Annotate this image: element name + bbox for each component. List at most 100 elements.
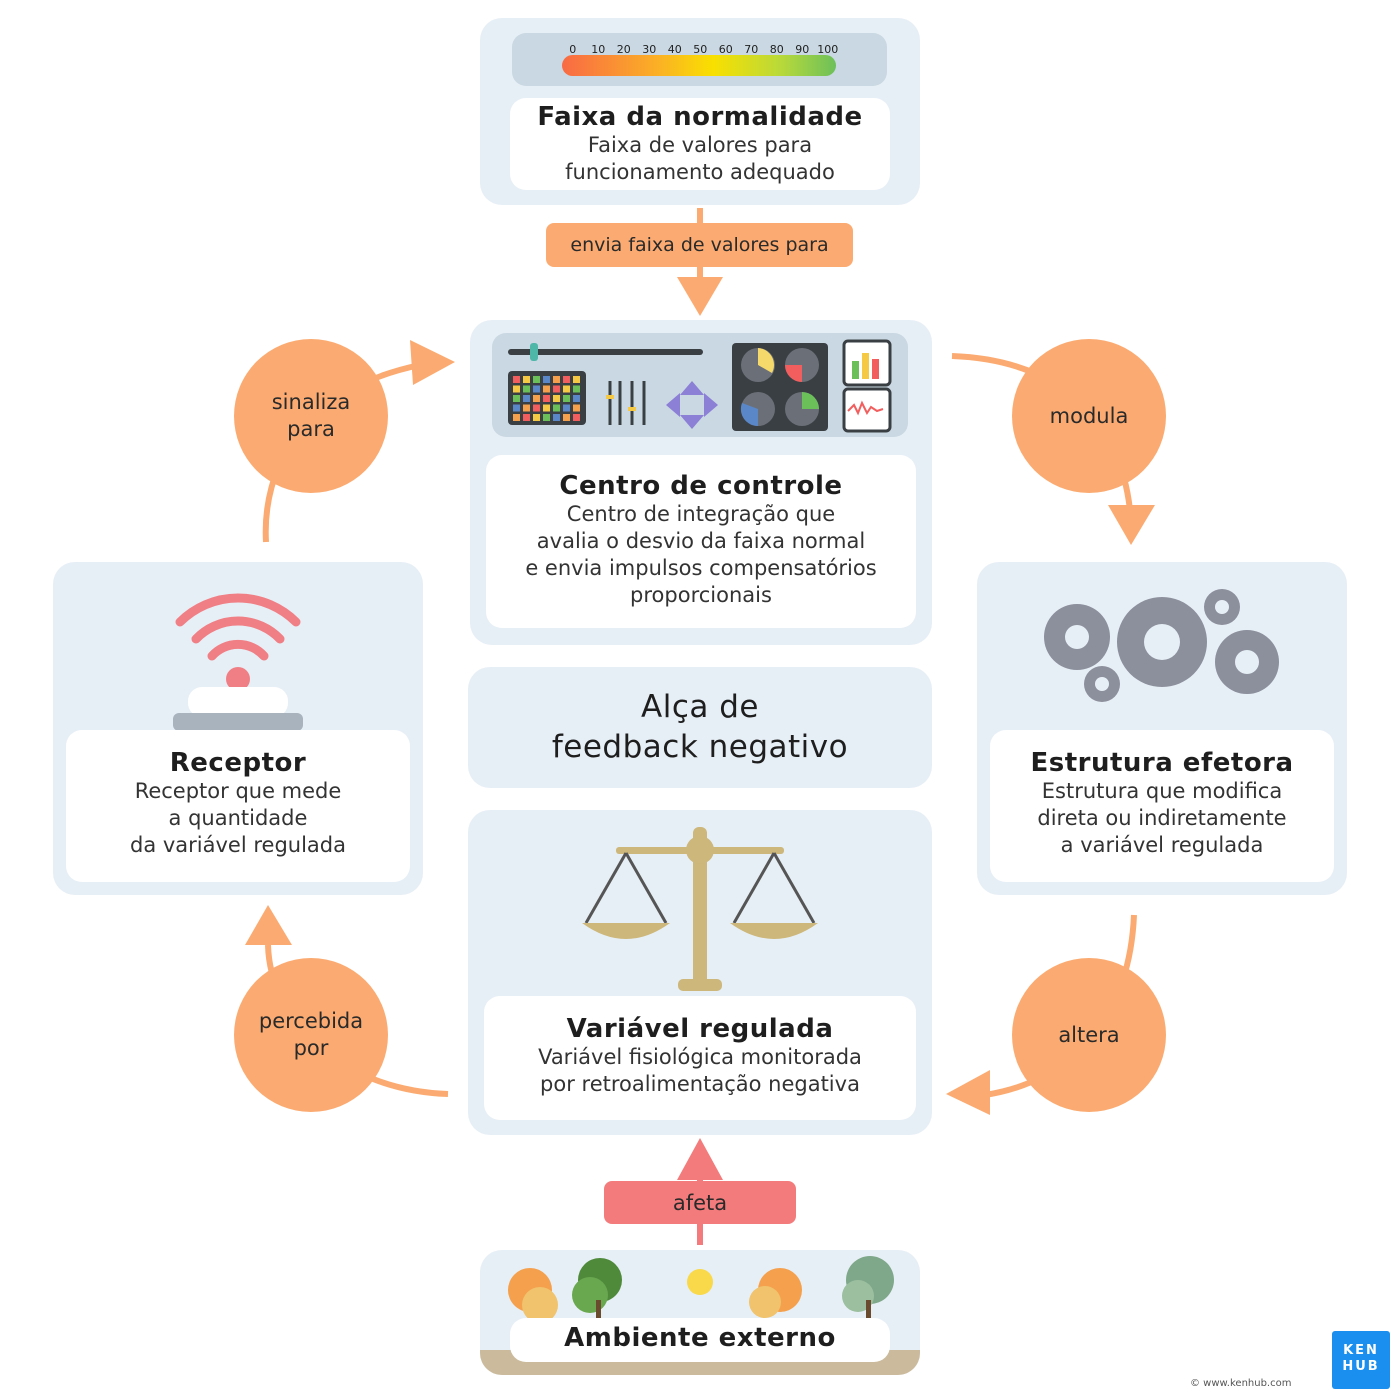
normal-range-title: Faixa da normalidade <box>537 102 863 132</box>
keypad-key <box>513 376 520 383</box>
keypad-key <box>563 404 570 412</box>
normal-range-panel: 0 10 20 30 40 50 60 70 80 90 100 Faixa da normalid… <box>480 18 920 205</box>
loop-title-line-1: Alça de <box>641 689 759 725</box>
scale-tick: 70 <box>744 43 759 56</box>
modulates-label: modula <box>1049 403 1129 428</box>
keypad-key <box>553 376 560 383</box>
keypad-key <box>553 385 560 393</box>
effector-title: Estrutura efetora <box>1030 748 1294 778</box>
receptor-title: Receptor <box>169 748 307 778</box>
scale-tick: 60 <box>718 43 733 56</box>
keypad-key <box>543 414 550 421</box>
keypad-key <box>563 414 570 421</box>
control-center-panel: Centro de controle Centro de integração … <box>470 320 932 645</box>
scale-tick: 0 <box>569 43 577 56</box>
keypad-key <box>533 395 540 402</box>
control-center-desc-1: Centro de integração que <box>566 502 836 526</box>
keypad-key <box>533 404 540 412</box>
keypad-key <box>523 414 530 421</box>
receptor-desc-2: a quantidade <box>168 806 308 830</box>
keypad-key <box>533 385 540 393</box>
keypad-key <box>573 414 580 421</box>
keypad-key <box>553 404 560 412</box>
scale-tick: 30 <box>642 43 657 56</box>
scale-ticks: 0 10 20 30 40 50 60 70 80 90 100 <box>560 38 841 57</box>
keypad-key <box>543 385 550 393</box>
modulates-circle: modula <box>1012 339 1166 493</box>
kenhub-logo[interactable]: KEN HUB <box>1332 1331 1390 1389</box>
effector-desc-3: a variável regulada <box>1060 833 1264 857</box>
receptor-desc-3: da variável regulada <box>130 833 346 857</box>
control-center-desc-4: proporcionais <box>630 583 772 607</box>
effector-desc-2: direta ou indiretamente <box>1037 806 1287 830</box>
regulated-variable-title: Variável regulada <box>566 1014 834 1044</box>
gradient-bar <box>562 55 836 76</box>
control-center-title: Centro de controle <box>559 471 843 501</box>
control-panel-icon <box>508 339 892 433</box>
control-center-card: Centro de controle Centro de integração … <box>486 455 916 628</box>
signals-line-1: sinaliza <box>271 390 351 414</box>
normal-range-desc-2: funcionamento adequado <box>565 160 835 184</box>
loop-title-panel: Alça de feedback negativo <box>468 667 932 788</box>
keypad-key <box>523 385 530 393</box>
logo-line-2: HUB <box>1342 1359 1380 1374</box>
logo-line-1: KEN <box>1343 1343 1379 1358</box>
copyright-text: © www.kenhub.com <box>1190 1378 1292 1389</box>
normal-range-card: Faixa da normalidade Faixa de valores pa… <box>510 98 890 190</box>
environment-title: Ambiente externo <box>564 1323 836 1353</box>
keypad-key <box>513 414 520 421</box>
regulated-variable-card: Variável regulada Variável fisiológica m… <box>484 996 916 1120</box>
keypad-key <box>573 376 580 383</box>
effector-card: Estrutura efetora Estrutura que modifica… <box>990 730 1334 882</box>
regulated-variable-desc-1: Variável fisiológica monitorada <box>538 1045 862 1069</box>
environment-card: Ambiente externo <box>510 1318 890 1362</box>
keypad-key <box>563 376 570 383</box>
keypad-key <box>543 376 550 383</box>
effector-panel: Estrutura efetora Estrutura que modifica… <box>977 562 1347 895</box>
perceived-line-2: por <box>293 1036 329 1060</box>
keypad-key <box>573 385 580 393</box>
control-center-desc-3: e envia impulsos compensatórios <box>525 556 877 580</box>
wifi-receptor-icon <box>173 593 303 731</box>
scale-tick: 90 <box>795 43 810 56</box>
receptor-card: Receptor Receptor que mede a quantidade … <box>66 730 410 882</box>
normal-range-desc-1: Faixa de valores para <box>587 133 813 157</box>
scale-tick: 10 <box>591 43 606 56</box>
keypad-key <box>523 395 530 402</box>
loop-title-line-2: feedback negativo <box>551 729 849 765</box>
keypad-key <box>563 385 570 393</box>
control-center-desc-2: avalia o desvio da faixa normal <box>536 529 866 553</box>
effector-desc-1: Estrutura que modifica <box>1041 779 1283 803</box>
keypad-key <box>553 395 560 402</box>
keypad-key <box>513 385 520 393</box>
keypad-key <box>533 376 540 383</box>
keypad-key <box>513 404 520 412</box>
regulated-variable-panel: Variável regulada Variável fisiológica m… <box>468 810 932 1135</box>
keypad-key <box>563 395 570 402</box>
control-panel-illustration <box>492 333 908 437</box>
keypad-key <box>553 414 560 421</box>
keypad-key <box>523 376 530 383</box>
keypad-key <box>533 414 540 421</box>
external-environment-panel: Ambiente externo <box>480 1250 920 1375</box>
keypad-key <box>573 395 580 402</box>
scale-tick: 20 <box>616 43 631 56</box>
affects-label: afeta <box>604 1181 796 1224</box>
regulated-variable-desc-2: por retroalimentação negativa <box>540 1072 860 1096</box>
scale-balance-icon <box>582 827 818 991</box>
range-scale: 0 10 20 30 40 50 60 70 80 90 100 <box>512 33 887 86</box>
sends-label: envia faixa de valores para <box>546 223 853 267</box>
receptor-desc-1: Receptor que mede <box>134 779 342 803</box>
keypad-key <box>543 404 550 412</box>
scale-tick: 50 <box>693 43 708 56</box>
scale-tick: 80 <box>769 43 784 56</box>
alters-circle: altera <box>1012 958 1166 1112</box>
receptor-panel: Receptor Receptor que mede a quantidade … <box>53 562 423 895</box>
scale-tick: 40 <box>667 43 682 56</box>
keypad-key <box>523 404 530 412</box>
scale-tick: 100 <box>817 43 839 56</box>
keypad-key <box>513 395 520 402</box>
gears-icon <box>1044 589 1279 702</box>
